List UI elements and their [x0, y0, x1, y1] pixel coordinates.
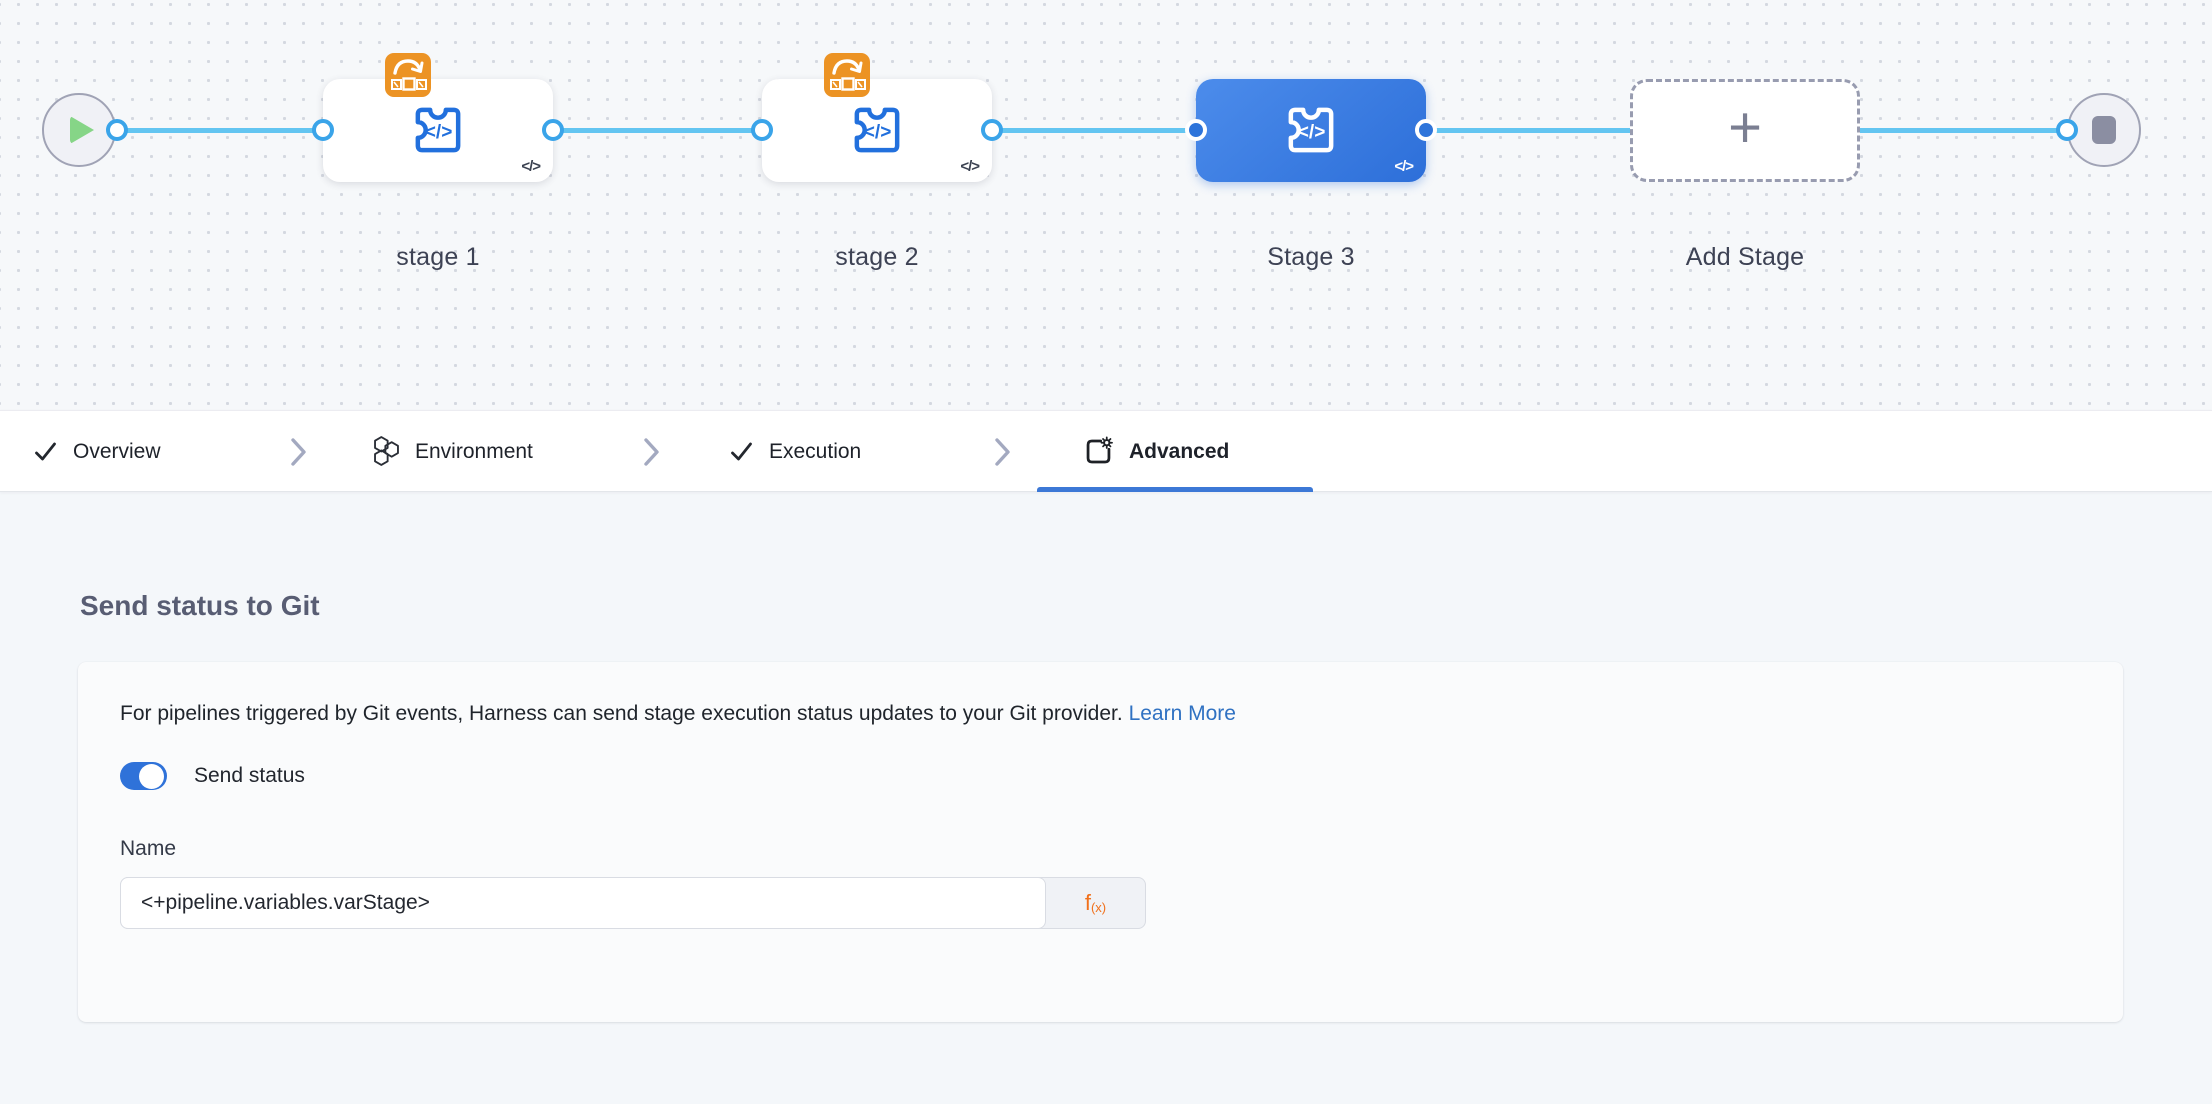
send-status-row: Send status — [120, 762, 305, 790]
stage-label-2: stage 2 — [835, 243, 919, 271]
chevron-right-icon — [995, 438, 1010, 466]
port-stage2-in[interactable] — [751, 119, 773, 141]
expression-fx-button[interactable]: f(x) — [1046, 878, 1145, 928]
tab-advanced[interactable]: Advanced — [1082, 411, 1229, 492]
yaml-code-icon: </> — [521, 158, 541, 175]
tab-environment[interactable]: Environment — [372, 411, 533, 492]
add-stage-label: Add Stage — [1685, 243, 1805, 271]
port-stage3-out[interactable] — [1415, 119, 1437, 141]
flow-connector-line — [80, 128, 2104, 133]
check-icon — [731, 442, 752, 460]
port-stage1-in[interactable] — [312, 119, 334, 141]
check-icon — [35, 442, 56, 460]
port-end-in[interactable] — [2056, 119, 2078, 141]
pipeline-canvas: </> </> </> </> — [0, 0, 2212, 410]
custom-stage-icon: </> — [415, 107, 461, 153]
stage-label-1: stage 1 — [396, 243, 480, 271]
yaml-code-icon: </> — [1394, 158, 1414, 175]
svg-text:</>: </> — [864, 122, 892, 143]
environment-hexagons-icon — [374, 436, 399, 466]
pipeline-start-node — [42, 93, 116, 167]
add-stage-button[interactable]: + — [1630, 79, 1860, 182]
stage-label-3: Stage 3 — [1267, 243, 1355, 271]
port-stage2-out[interactable] — [981, 119, 1003, 141]
stage-node-2[interactable]: </> </> — [762, 53, 992, 182]
chevron-right-icon — [291, 438, 306, 466]
description-text: For pipelines triggered by Git events, H… — [120, 702, 1123, 725]
tab-execution[interactable]: Execution — [728, 411, 861, 492]
toggle-label: Send status — [194, 764, 305, 787]
toggle-knob — [139, 763, 164, 789]
tab-label: Execution — [769, 439, 862, 463]
tab-overview[interactable]: Overview — [32, 411, 161, 492]
card-description: For pipelines triggered by Git events, H… — [120, 702, 1236, 726]
active-tab-underline — [1037, 487, 1313, 492]
fx-icon: f — [1084, 890, 1091, 915]
name-input-group: f(x) — [120, 877, 1146, 929]
yaml-code-icon: </> — [960, 158, 980, 175]
send-status-toggle[interactable] — [120, 762, 167, 790]
custom-stage-icon: </> — [854, 107, 900, 153]
learn-more-link[interactable]: Learn More — [1128, 702, 1236, 725]
svg-text:</>: </> — [1298, 122, 1326, 143]
pipeline-end-node — [2067, 93, 2141, 167]
send-status-card: For pipelines triggered by Git events, H… — [78, 662, 2123, 1022]
advanced-gear-square-icon — [1086, 436, 1113, 464]
section-heading: Send status to Git — [80, 590, 320, 621]
plus-icon: + — [1728, 94, 1762, 160]
custom-stage-icon: </> — [1288, 107, 1334, 153]
stage-tabbar: Overview Environment Execution — [0, 410, 2212, 492]
fx-icon-sub: (x) — [1090, 900, 1107, 915]
name-field-label: Name — [120, 837, 177, 860]
name-input[interactable] — [120, 877, 1046, 929]
port-stage1-out[interactable] — [542, 119, 564, 141]
tab-label: Environment — [415, 439, 533, 463]
chevron-right-icon — [644, 438, 659, 466]
port-start-out[interactable] — [106, 119, 128, 141]
advanced-tab-content: Send status to Git For pipelines trigger… — [0, 492, 2212, 1104]
rollback-icon — [824, 53, 870, 97]
play-icon — [70, 116, 94, 144]
tab-label: Overview — [73, 439, 161, 463]
port-stage3-in[interactable] — [1185, 119, 1207, 141]
tab-label: Advanced — [1129, 439, 1230, 463]
rollback-icon — [385, 53, 431, 97]
stage-node-1[interactable]: </> </> — [323, 53, 553, 182]
svg-text:</>: </> — [425, 122, 453, 143]
stop-icon — [2092, 116, 2116, 144]
stage-node-3[interactable]: </> </> — [1196, 79, 1426, 182]
